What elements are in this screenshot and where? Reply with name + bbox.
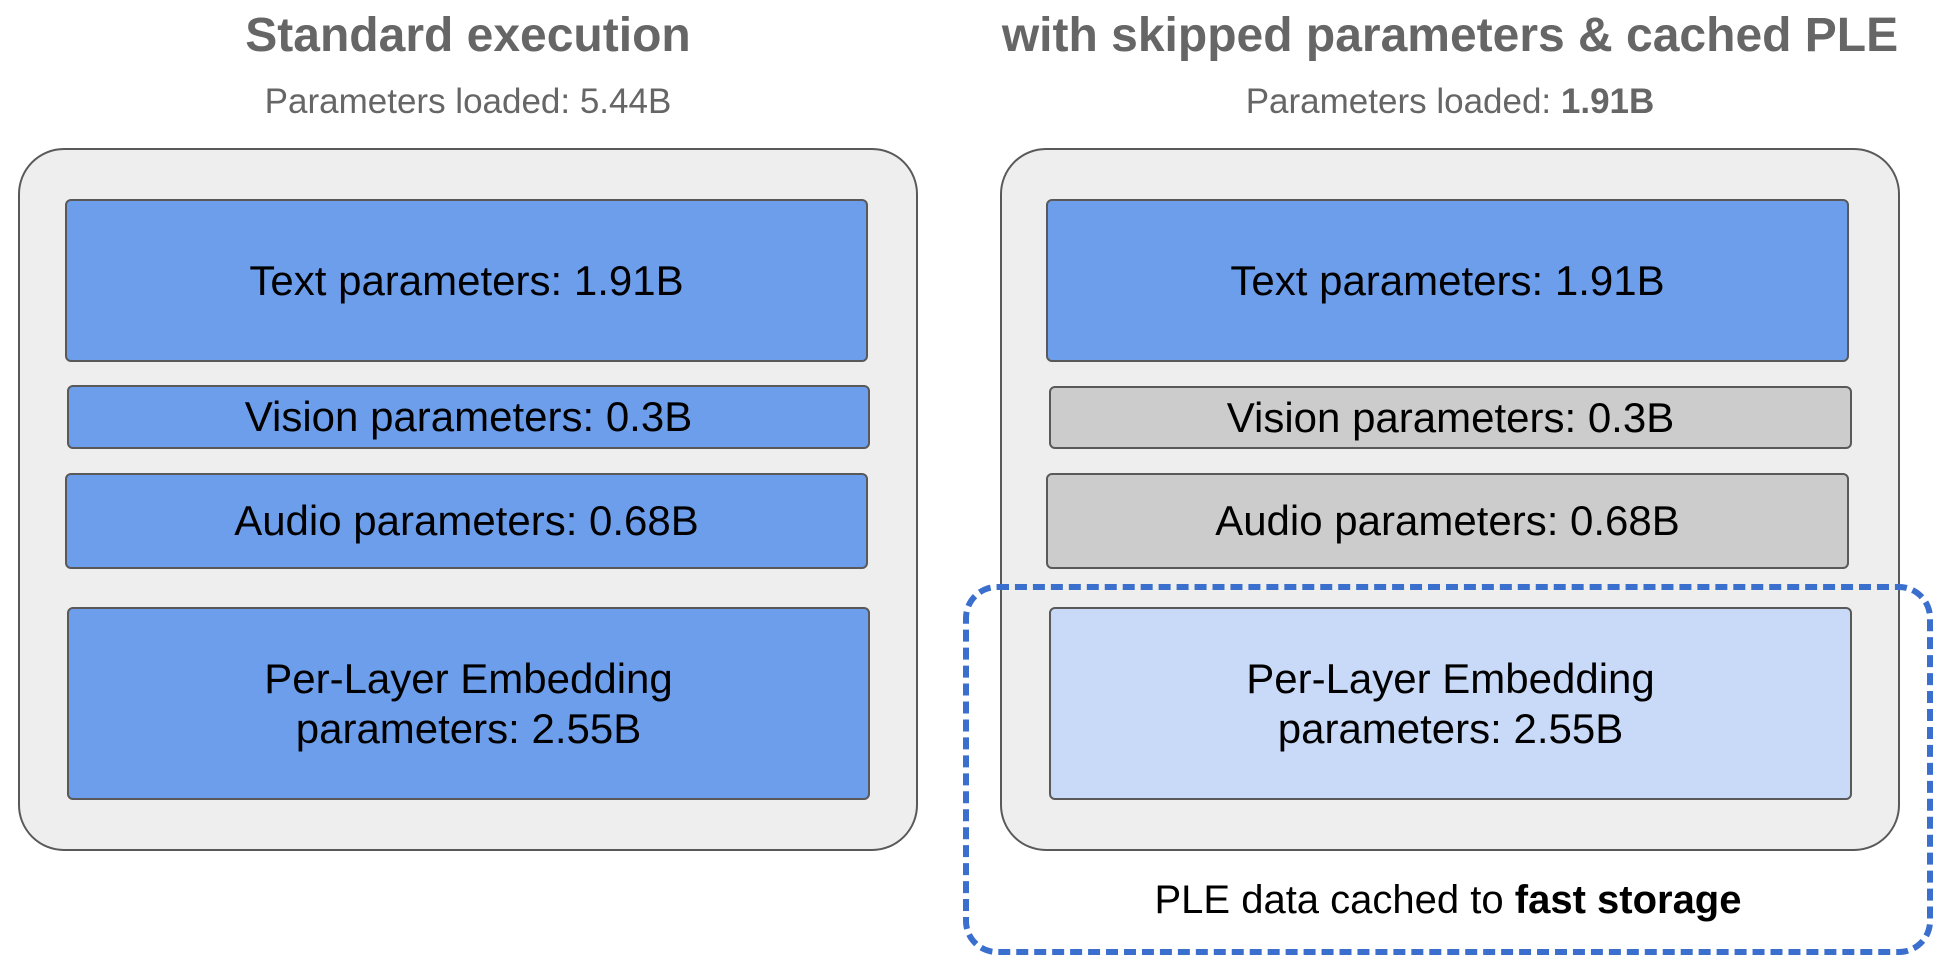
left-vision-parameters-block: Vision parameters: 0.3B xyxy=(67,385,870,449)
right-text-parameters-label: Text parameters: 1.91B xyxy=(1230,256,1665,304)
right-ple-line-1: Per-Layer Embedding xyxy=(1246,654,1655,702)
left-subtitle-prefix: Parameters loaded: xyxy=(264,82,580,121)
right-text-parameters-block: Text parameters: 1.91B xyxy=(1046,199,1849,362)
left-ple-parameters-label: Per-Layer Embedding parameters: 2.55B xyxy=(264,654,673,753)
left-audio-parameters-block: Audio parameters: 0.68B xyxy=(65,473,868,569)
ple-cache-note-prefix: PLE data cached to xyxy=(1154,878,1515,922)
right-audio-parameters-label: Audio parameters: 0.68B xyxy=(1215,497,1680,545)
left-ple-line-1: Per-Layer Embedding xyxy=(264,654,673,702)
left-subtitle-value: 5.44B xyxy=(579,82,672,121)
right-vision-parameters-label: Vision parameters: 0.3B xyxy=(1226,393,1675,441)
left-text-parameters-label: Text parameters: 1.91B xyxy=(249,256,684,304)
right-audio-parameters-block: Audio parameters: 0.68B xyxy=(1046,473,1849,569)
ple-cache-note-bold: fast storage xyxy=(1514,878,1742,922)
left-audio-parameters-label: Audio parameters: 0.68B xyxy=(234,497,699,545)
right-vision-parameters-block: Vision parameters: 0.3B xyxy=(1049,386,1852,449)
left-ple-line-2: parameters: 2.55B xyxy=(295,704,642,752)
ple-cache-region xyxy=(963,584,1933,955)
right-ple-line-2: parameters: 2.55B xyxy=(1277,704,1624,752)
right-subtitle-value: 1.91B xyxy=(1560,82,1655,121)
right-subtitle: Parameters loaded: 1.91B xyxy=(950,84,1950,119)
left-ple-parameters-block: Per-Layer Embedding parameters: 2.55B xyxy=(67,607,870,800)
left-title: Standard execution xyxy=(245,9,691,62)
right-subtitle-prefix: Parameters loaded: xyxy=(1245,82,1561,121)
left-text-parameters-block: Text parameters: 1.91B xyxy=(65,199,868,362)
right-ple-parameters-block: Per-Layer Embedding parameters: 2.55B xyxy=(1049,607,1852,800)
right-title: with skipped parameters & cached PLE xyxy=(1001,9,1899,62)
left-subtitle: Parameters loaded: 5.44B xyxy=(18,84,918,119)
left-vision-parameters-label: Vision parameters: 0.3B xyxy=(244,393,693,441)
right-ple-parameters-label: Per-Layer Embedding parameters: 2.55B xyxy=(1246,654,1655,753)
ple-cache-note: PLE data cached to fast storage xyxy=(963,880,1933,920)
